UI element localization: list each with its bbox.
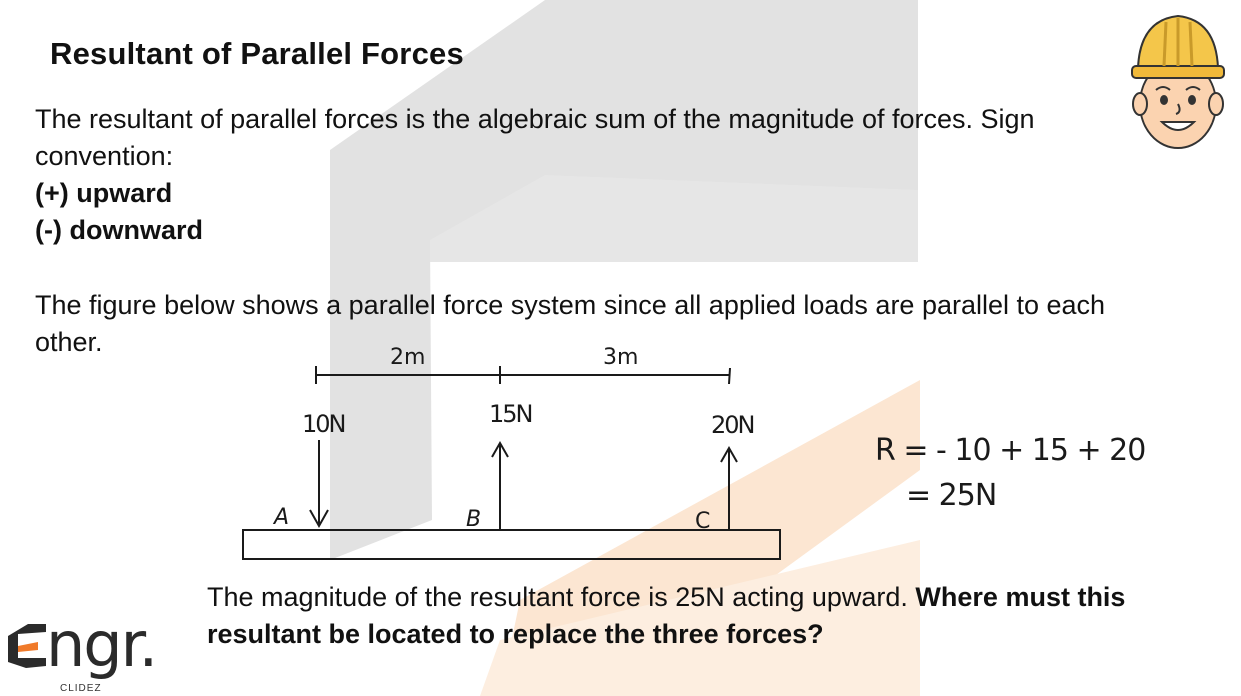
conclusion-question: Where must this resultant be located to … (207, 582, 1126, 649)
point-c-label: C (695, 509, 710, 534)
force-a-arrow (309, 440, 329, 529)
point-a-label: A (272, 505, 289, 530)
beam (242, 529, 781, 560)
engr-logo-mark-icon (8, 624, 46, 668)
intro-paragraph: The resultant of parallel forces is the … (35, 104, 1035, 171)
force-a-label: 10N (302, 410, 345, 438)
conclusion-paragraph: The magnitude of the resultant force is … (207, 579, 1237, 653)
force-c-label: 20N (711, 411, 754, 439)
logo-wordmark: ngr. (46, 608, 158, 681)
calculation-line1: R = - 10 + 15 + 20 (875, 433, 1145, 468)
conclusion-normal: The magnitude of the resultant force is … (207, 582, 908, 612)
watermark-gray-inner (430, 175, 918, 262)
force-b-label: 15N (489, 400, 532, 428)
force-b-arrow (491, 440, 509, 530)
point-b-label: B (466, 507, 481, 532)
logo-subtext: CLIDEZ (60, 683, 102, 694)
engineer-mascot-icon (1131, 14, 1225, 149)
force-c-arrow (720, 445, 738, 530)
watermark-gray-shape (330, 0, 918, 560)
figure-intro-paragraph: The figure below shows a parallel force … (35, 290, 1106, 357)
distance-ab-label: 2m (390, 345, 425, 370)
convention-downward: (-) downward (35, 215, 203, 245)
slide-title: Resultant of Parallel Forces (50, 36, 464, 71)
calculation-line2: = 25N (906, 478, 996, 513)
convention-upward: (+) upward (35, 178, 173, 208)
distance-bc-label: 3m (603, 345, 638, 370)
dimension-line (315, 366, 731, 385)
watermark-orange-bottom (480, 540, 920, 696)
